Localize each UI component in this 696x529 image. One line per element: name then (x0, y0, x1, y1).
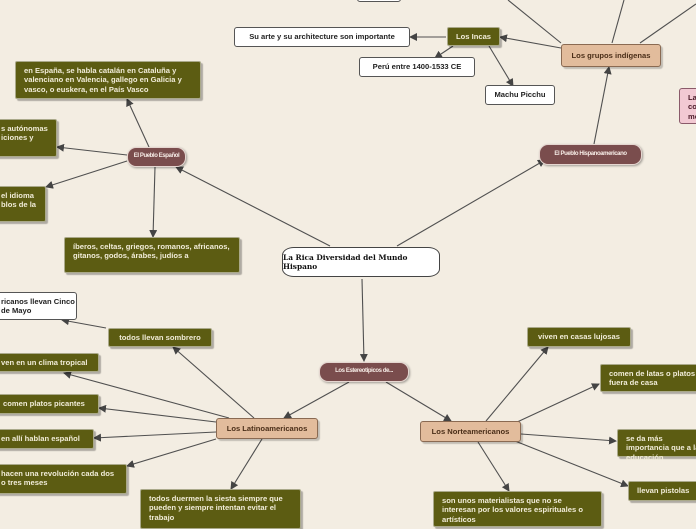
node-los-norteamericanos-label: Los Norteamericanos (431, 426, 510, 436)
node-hablan-espanol[interactable]: en allí hablan español (0, 429, 94, 449)
node-machu-picchu[interactable]: Machu Picchu (485, 85, 555, 105)
node-latas-platos-text: comen de latas o platos fuera de casa (609, 369, 696, 388)
node-arte-architecture-label: Su arte y su architecture son importante (249, 32, 395, 42)
node-llevan-sombrero-text: todos llevan sombrero (119, 332, 201, 342)
central-topic[interactable]: La Rica Diversidad del Mundo Hispano (282, 247, 440, 277)
node-grupos-indigenas-label: Los grupos indígenas (571, 50, 651, 60)
node-revolucion-text: hacen una revolución cada dos o tres mes… (1, 469, 115, 488)
node-los-norteamericanos[interactable]: Los Norteamericanos (420, 421, 521, 442)
branch-estereotipos[interactable]: Los Estereotipicos de... (319, 362, 409, 382)
branch-pueblo-hispanoamericano-label: El Pueblo Hispanoamericano (554, 150, 627, 157)
top-cutoff-node[interactable] (357, 0, 401, 2)
node-arte-architecture[interactable]: Su arte y su architecture son importante (234, 27, 410, 47)
node-los-latinoamericanos-label: Los Latinoamericanos (226, 423, 308, 433)
node-cinco-de-mayo[interactable]: ricanos llevan Cinco de Mayo (0, 292, 77, 320)
node-casas-lujosas[interactable]: viven en casas lujosas (527, 327, 631, 347)
node-pink-cutoff-text: La co me (688, 93, 696, 121)
node-materialistas-text: son unos materialistas que no se interes… (442, 496, 583, 524)
node-pink-cutoff[interactable]: La co me (679, 88, 696, 124)
node-espanol-idiomas[interactable]: en España, se habla catalán en Cataluña … (15, 61, 201, 99)
node-siesta-text: todos duermen la siesta siempre que pued… (149, 494, 283, 522)
node-platos-picantes[interactable]: comen platos picantes (0, 394, 99, 414)
node-pistolas-text: llevan pistolas (637, 486, 690, 495)
branch-estereotipos-label: Los Estereotipicos de... (335, 368, 393, 375)
node-espanol-idioma-text: el idioma blos de la (1, 191, 37, 210)
node-siesta[interactable]: todos duermen la siesta siempre que pued… (140, 489, 301, 529)
branch-pueblo-hispanoamericano[interactable]: El Pueblo Hispanoamericano (539, 144, 642, 165)
node-hablan-espanol-text: en allí hablan español (1, 434, 80, 443)
node-revolucion[interactable]: hacen una revolución cada dos o tres mes… (0, 464, 127, 494)
node-los-incas-label: Los Incas (455, 31, 492, 41)
node-materialistas[interactable]: son unos materialistas que no se interes… (433, 491, 602, 527)
node-espanol-idioma[interactable]: el idioma blos de la (0, 186, 46, 222)
node-espanol-autonomas-text: s autónomas iciones y (1, 124, 48, 143)
node-espanol-pueblos[interactable]: íberos, celtas, griegos, romanos, africa… (64, 237, 240, 273)
node-llevan-sombrero[interactable]: todos llevan sombrero (108, 328, 212, 347)
branch-pueblo-espanol-label: El Pueblo Español (133, 153, 180, 160)
node-espanol-autonomas[interactable]: s autónomas iciones y (0, 119, 57, 157)
node-los-latinoamericanos[interactable]: Los Latinoamericanos (216, 418, 318, 439)
node-los-incas[interactable]: Los Incas (447, 27, 500, 46)
node-peru-fechas-label: Perú entre 1400-1533 CE (372, 62, 462, 72)
node-clima-tropical-text: ven en un clima tropical (1, 358, 88, 367)
branch-pueblo-espanol[interactable]: El Pueblo Español (127, 147, 186, 167)
node-espanol-pueblos-text: íberos, celtas, griegos, romanos, africa… (73, 242, 230, 261)
node-espanol-idiomas-text: en España, se habla catalán en Cataluña … (24, 66, 182, 94)
node-machu-picchu-label: Machu Picchu (494, 90, 546, 100)
node-cinco-de-mayo-text: ricanos llevan Cinco de Mayo (1, 296, 75, 315)
central-topic-label: La Rica Diversidad del Mundo Hispano (283, 252, 408, 271)
node-platos-picantes-text: comen platos picantes (3, 399, 85, 408)
node-peru-fechas[interactable]: Perú entre 1400-1533 CE (359, 57, 475, 77)
node-educacion-text: se da más importancia que a la educación (626, 434, 696, 462)
node-clima-tropical[interactable]: ven en un clima tropical (0, 353, 99, 372)
node-grupos-indigenas[interactable]: Los grupos indígenas (561, 44, 661, 67)
node-casas-lujosas-text: viven en casas lujosas (538, 332, 620, 342)
node-pistolas[interactable]: llevan pistolas (628, 481, 696, 501)
node-educacion[interactable]: se da más importancia que a la educación (617, 429, 696, 462)
node-latas-platos[interactable]: comen de latas o platos fuera de casa (600, 364, 696, 392)
